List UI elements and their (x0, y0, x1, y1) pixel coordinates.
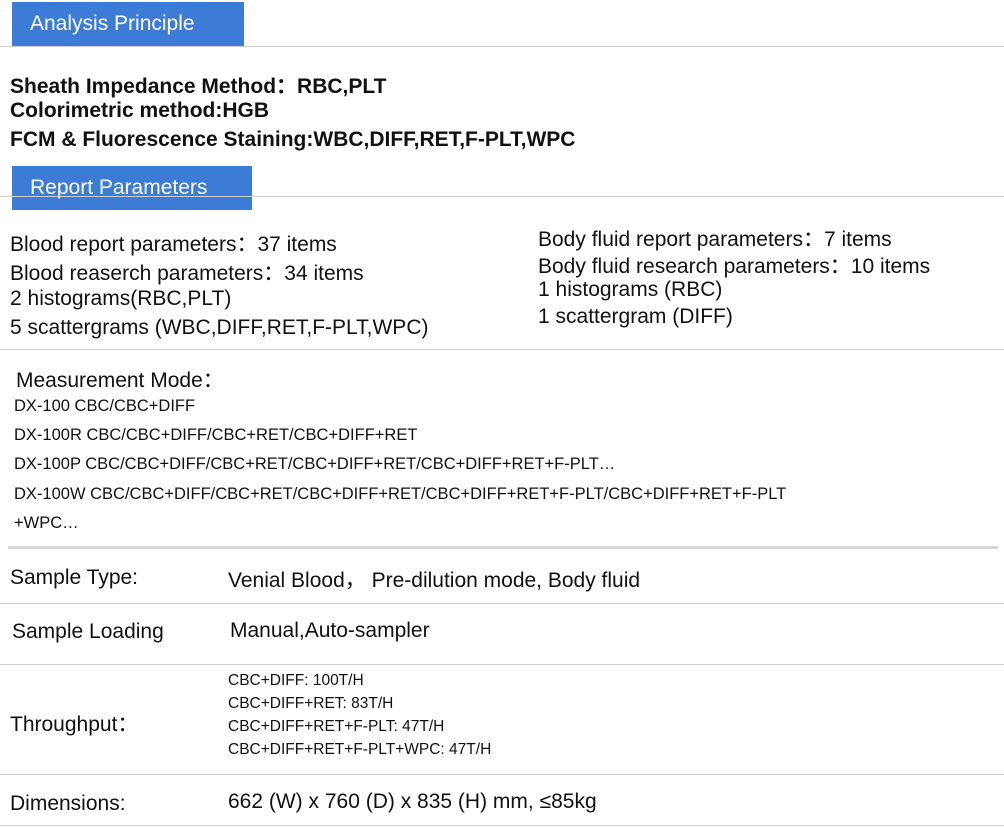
sample-loading-label: Sample Loading (12, 620, 164, 643)
body-fluid-research-parameters: Body fluid research parameters：10 items (538, 255, 931, 278)
dimensions-value: 662 (W) x 760 (D) x 835 (H) mm, ≤85kg (228, 790, 597, 813)
throughput-cbc-diff-ret-fplt-wpc: CBC+DIFF+RET+F-PLT+WPC: 47T/H (228, 741, 492, 758)
section-divider (0, 196, 1004, 197)
row-divider (0, 603, 1004, 604)
throughput-cbc-diff-ret: CBC+DIFF+RET: 83T/H (228, 695, 394, 712)
row-divider (0, 664, 1004, 665)
sample-type-label: Sample Type: (10, 566, 139, 589)
principle-line-colorimetric: Colorimetric method:HGB (10, 99, 270, 122)
blood-report-parameters: Blood report parameters：37 items (10, 233, 337, 256)
sample-type-value: Venial Blood， Pre-dilution mode, Body fl… (228, 569, 641, 592)
principle-line-fcm: FCM & Fluorescence Staining:WBC,DIFF,RET… (10, 128, 576, 151)
body-fluid-scattergram: 1 scattergram (DIFF) (538, 305, 733, 328)
blood-research-parameters: Blood reaserch parameters：34 items (10, 262, 364, 285)
measurement-mode-dx100: DX-100 CBC/CBC+DIFF (14, 397, 196, 415)
row-divider (0, 825, 1004, 826)
row-divider (0, 774, 1004, 775)
throughput-cbc-diff: CBC+DIFF: 100T/H (228, 672, 364, 689)
principle-line-impedance: Sheath Impedance Method：RBC,PLT (10, 75, 387, 98)
blood-scattergrams: 5 scattergrams (WBC,DIFF,RET,F-PLT,WPC) (10, 316, 429, 339)
throughput-label: Throughput： (10, 713, 139, 736)
measurement-mode-dx100w: DX-100W CBC/CBC+DIFF/CBC+RET/CBC+DIFF+RE… (14, 485, 787, 503)
body-fluid-histograms: 1 histograms (RBC) (538, 278, 723, 301)
report-parameters-heading: Report Parameters (12, 166, 252, 210)
throughput-cbc-diff-ret-fplt: CBC+DIFF+RET+F-PLT: 47T/H (228, 718, 445, 735)
section-divider (0, 349, 1004, 350)
body-fluid-report-parameters: Body fluid report parameters：7 items (538, 228, 892, 251)
sample-loading-value: Manual,Auto-sampler (230, 619, 430, 642)
analysis-principle-heading: Analysis Principle (12, 2, 244, 46)
section-divider (8, 546, 998, 549)
measurement-mode-title: Measurement Mode： (16, 369, 224, 392)
measurement-mode-dx100r: DX-100R CBC/CBC+DIFF/CBC+RET/CBC+DIFF+RE… (14, 426, 418, 444)
measurement-mode-dx100w-cont: +WPC… (14, 514, 79, 532)
blood-histograms: 2 histograms(RBC,PLT) (10, 287, 232, 310)
measurement-mode-dx100p: DX-100P CBC/CBC+DIFF/CBC+RET/CBC+DIFF+RE… (14, 455, 616, 473)
dimensions-label: Dimensions: (10, 792, 126, 815)
section-divider (0, 46, 1004, 47)
